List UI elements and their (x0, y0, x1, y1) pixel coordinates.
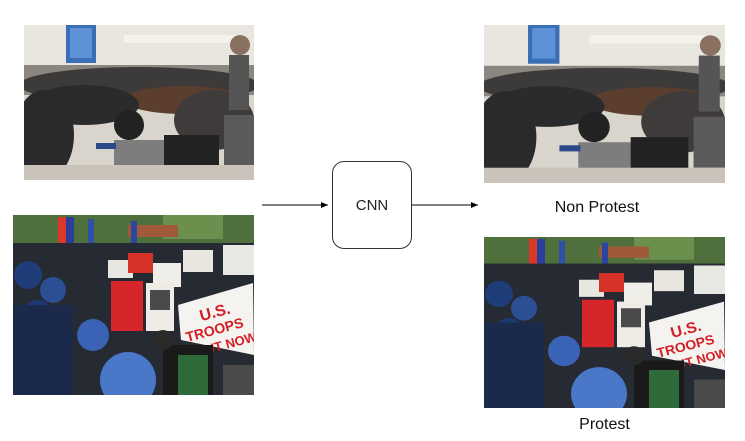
input-image-protest (13, 215, 254, 395)
output-image-protest (484, 237, 725, 408)
cnn-label: CNN (355, 196, 389, 214)
input-image-crowd (24, 25, 254, 180)
output-image-non-protest (484, 25, 725, 183)
non-protest-label: Non Protest (554, 199, 640, 216)
protest-label: Protest (579, 416, 630, 433)
cnn-box: CNN (332, 161, 412, 249)
